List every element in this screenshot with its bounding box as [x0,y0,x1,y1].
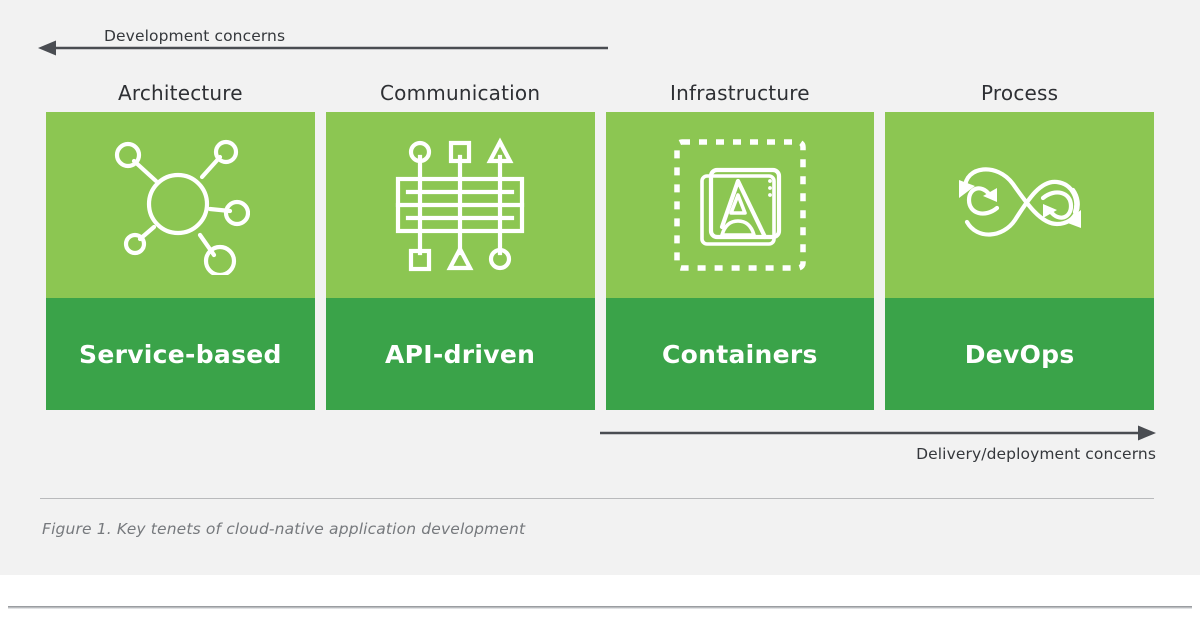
tenet-card-label-area: API-driven [325,298,595,410]
arrow-right-icon [600,425,1156,441]
tenet-card-devops[interactable]: DevOps [885,112,1154,410]
tenet-card-label-area: DevOps [885,298,1154,410]
tenet-card-label: Service-based [79,339,282,369]
tenet-card-containers[interactable]: Containers [605,112,875,410]
tenet-card-icon-area [885,112,1154,298]
service-mesh-hub-and-spoke-icon [115,139,251,275]
tenet-card-icon-area [46,112,315,298]
tenet-card-label-area: Containers [605,298,875,410]
development-concerns-arrow: Development concerns [38,27,608,60]
tenet-card-label-area: Service-based [46,298,315,410]
tenet-card-label: Containers [662,339,818,369]
column-header-architecture: Architecture [117,81,243,105]
tenet-card-icon-area [325,112,595,298]
delivery-deployment-concerns-label: Delivery/deployment concerns [916,445,1156,463]
page-footer-divider [8,606,1192,609]
column-header-infrastructure: Infrastructure [670,81,810,105]
delivery-deployment-concerns-arrow: Delivery/deployment concerns [600,425,1156,480]
arrow-left-icon [38,40,608,56]
tenet-card-label: API-driven [385,339,536,369]
tenet-card-icon-area [605,112,875,298]
column-header-process: Process [980,81,1059,105]
column-headers: Architecture Communication Infrastructur… [46,80,1154,108]
figure-caption: Figure 1. Key tenets of cloud-native app… [42,520,526,538]
tenet-card-label: DevOps [964,339,1075,369]
development-concerns-label: Development concerns [104,27,286,45]
api-grid-connectors-icon [396,137,525,272]
tenet-card-service-based[interactable]: Service-based [46,112,315,410]
infinity-loop-arrows-icon [958,167,1081,237]
tenet-cards: Service-based [46,112,1154,410]
column-header-communication: Communication [380,81,541,105]
caption-divider [40,498,1154,499]
tenet-card-api-driven[interactable]: API-driven [325,112,595,410]
container-dashed-box-icon [674,139,806,271]
